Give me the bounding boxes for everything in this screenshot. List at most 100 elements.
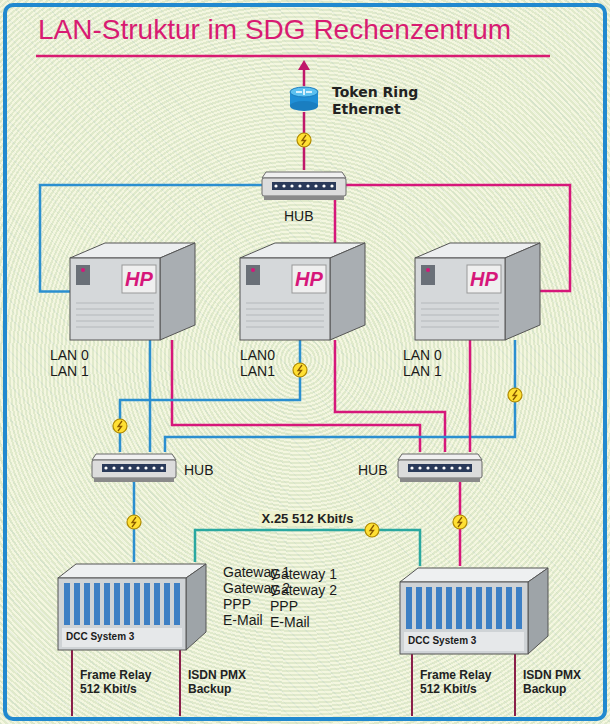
line-label: ISDN PMX Backup — [188, 668, 254, 696]
hub-top — [92, 454, 176, 460]
dcc-slot — [496, 587, 502, 629]
dcc-slot — [486, 587, 492, 629]
hub-led — [322, 184, 325, 187]
link-symbol-disc — [508, 388, 522, 402]
hub: HUB — [92, 452, 176, 482]
link-symbol — [293, 363, 307, 377]
dcc-slot — [456, 587, 462, 629]
server-icon — [415, 243, 540, 340]
hub-led — [160, 466, 163, 469]
link-symbol-disc — [113, 419, 127, 433]
server-icon — [70, 243, 195, 340]
uplink-arrowhead — [298, 60, 310, 70]
server-led — [81, 268, 85, 272]
hub-led — [306, 184, 309, 187]
dcc-slot — [124, 583, 130, 625]
node-label: PPP — [270, 598, 337, 614]
device-name: DCC System 3 — [408, 635, 476, 646]
hp-logo-plate — [122, 265, 156, 293]
server-vent — [76, 321, 154, 322]
server-vent — [76, 315, 154, 316]
link-symbol-bolt — [458, 517, 462, 527]
hub-led — [458, 466, 461, 469]
hub-top — [262, 172, 346, 178]
dcc-system: DCC System 3Gateway 1Gateway 2PPPE-Mail — [58, 562, 208, 650]
hub-led — [120, 466, 123, 469]
server-vent — [246, 309, 324, 310]
dcc-label-plate — [404, 632, 524, 651]
frame-relay-line — [411, 654, 413, 716]
line-label: ISDN PMX Backup — [523, 668, 589, 696]
server-vent — [76, 327, 154, 328]
text-group: HP — [292, 265, 326, 293]
link-symbol — [508, 388, 522, 402]
dcc-slot — [476, 587, 482, 629]
server-vent — [246, 315, 324, 316]
hub-led — [314, 184, 317, 187]
hub-led — [298, 184, 301, 187]
hub-body — [398, 460, 482, 478]
dcc-top — [400, 568, 548, 582]
hub-body — [92, 460, 176, 478]
hub-led — [330, 184, 333, 187]
hub-base — [94, 478, 174, 482]
device-name: DCC System 3 — [66, 631, 134, 642]
dcc-slot — [74, 583, 80, 625]
router-arrows — [296, 89, 312, 95]
dcc-slot — [114, 583, 120, 625]
node-label: HUB — [184, 462, 214, 478]
dcc-slot — [134, 583, 140, 625]
dcc-slot — [104, 583, 110, 625]
hp-logo: HP — [125, 268, 153, 291]
hp-logo-plate — [467, 265, 501, 293]
router-icon — [290, 86, 318, 112]
text-group: LAN 0LAN 1 — [403, 347, 442, 379]
text-group: DCC System 3 — [408, 635, 476, 646]
uplink-line — [303, 68, 306, 86]
hub-led — [426, 466, 429, 469]
server-panel — [76, 265, 90, 285]
hub-led — [128, 466, 131, 469]
server-led — [426, 268, 430, 272]
server-vent — [246, 303, 324, 304]
network-link — [165, 340, 515, 452]
line-label: Frame Relay 512 Kbit/s — [80, 668, 160, 696]
dcc-slot — [466, 587, 472, 629]
link-symbol — [453, 515, 467, 529]
server: HPLAN 0LAN 1 — [415, 243, 540, 340]
node-label: Gateway 2 — [270, 582, 337, 598]
network-link — [335, 340, 445, 452]
link-symbol — [127, 515, 141, 529]
text-group: HUB — [358, 462, 388, 478]
link-symbol-bolt — [370, 525, 374, 535]
line-label: Frame Relay 512 Kbit/s — [420, 668, 500, 696]
node-label: E-Mail — [270, 614, 337, 630]
frame-relay-line — [71, 650, 73, 716]
hub-led — [104, 466, 107, 469]
server-side — [505, 243, 540, 340]
node-label: HUB — [358, 462, 388, 478]
hub-led — [152, 466, 155, 469]
dcc-slot — [416, 587, 422, 629]
link-symbol-disc — [365, 523, 379, 537]
network-link — [149, 340, 152, 452]
hp-logo: HP — [470, 268, 498, 291]
hub-led — [282, 184, 285, 187]
link-symbol-disc — [453, 515, 467, 529]
server-led — [251, 268, 255, 272]
dcc-side — [528, 568, 548, 654]
server-side — [330, 243, 365, 340]
server-vent — [421, 303, 499, 304]
node-label: LAN 0 — [50, 347, 89, 363]
dcc-system: DCC System 3Gateway 1Gateway 2PPPE-Mail — [400, 566, 550, 654]
diagram-title: LAN-Struktur im SDG Rechenzentrum — [38, 14, 511, 46]
link-symbol — [113, 419, 127, 433]
hub-led — [410, 466, 413, 469]
text-group: DCC System 3 — [66, 631, 134, 642]
dcc-slot — [144, 583, 150, 625]
hub-panel — [102, 464, 166, 472]
dcc-slot — [94, 583, 100, 625]
node-label: HUB — [284, 208, 314, 224]
server-vent — [421, 327, 499, 328]
